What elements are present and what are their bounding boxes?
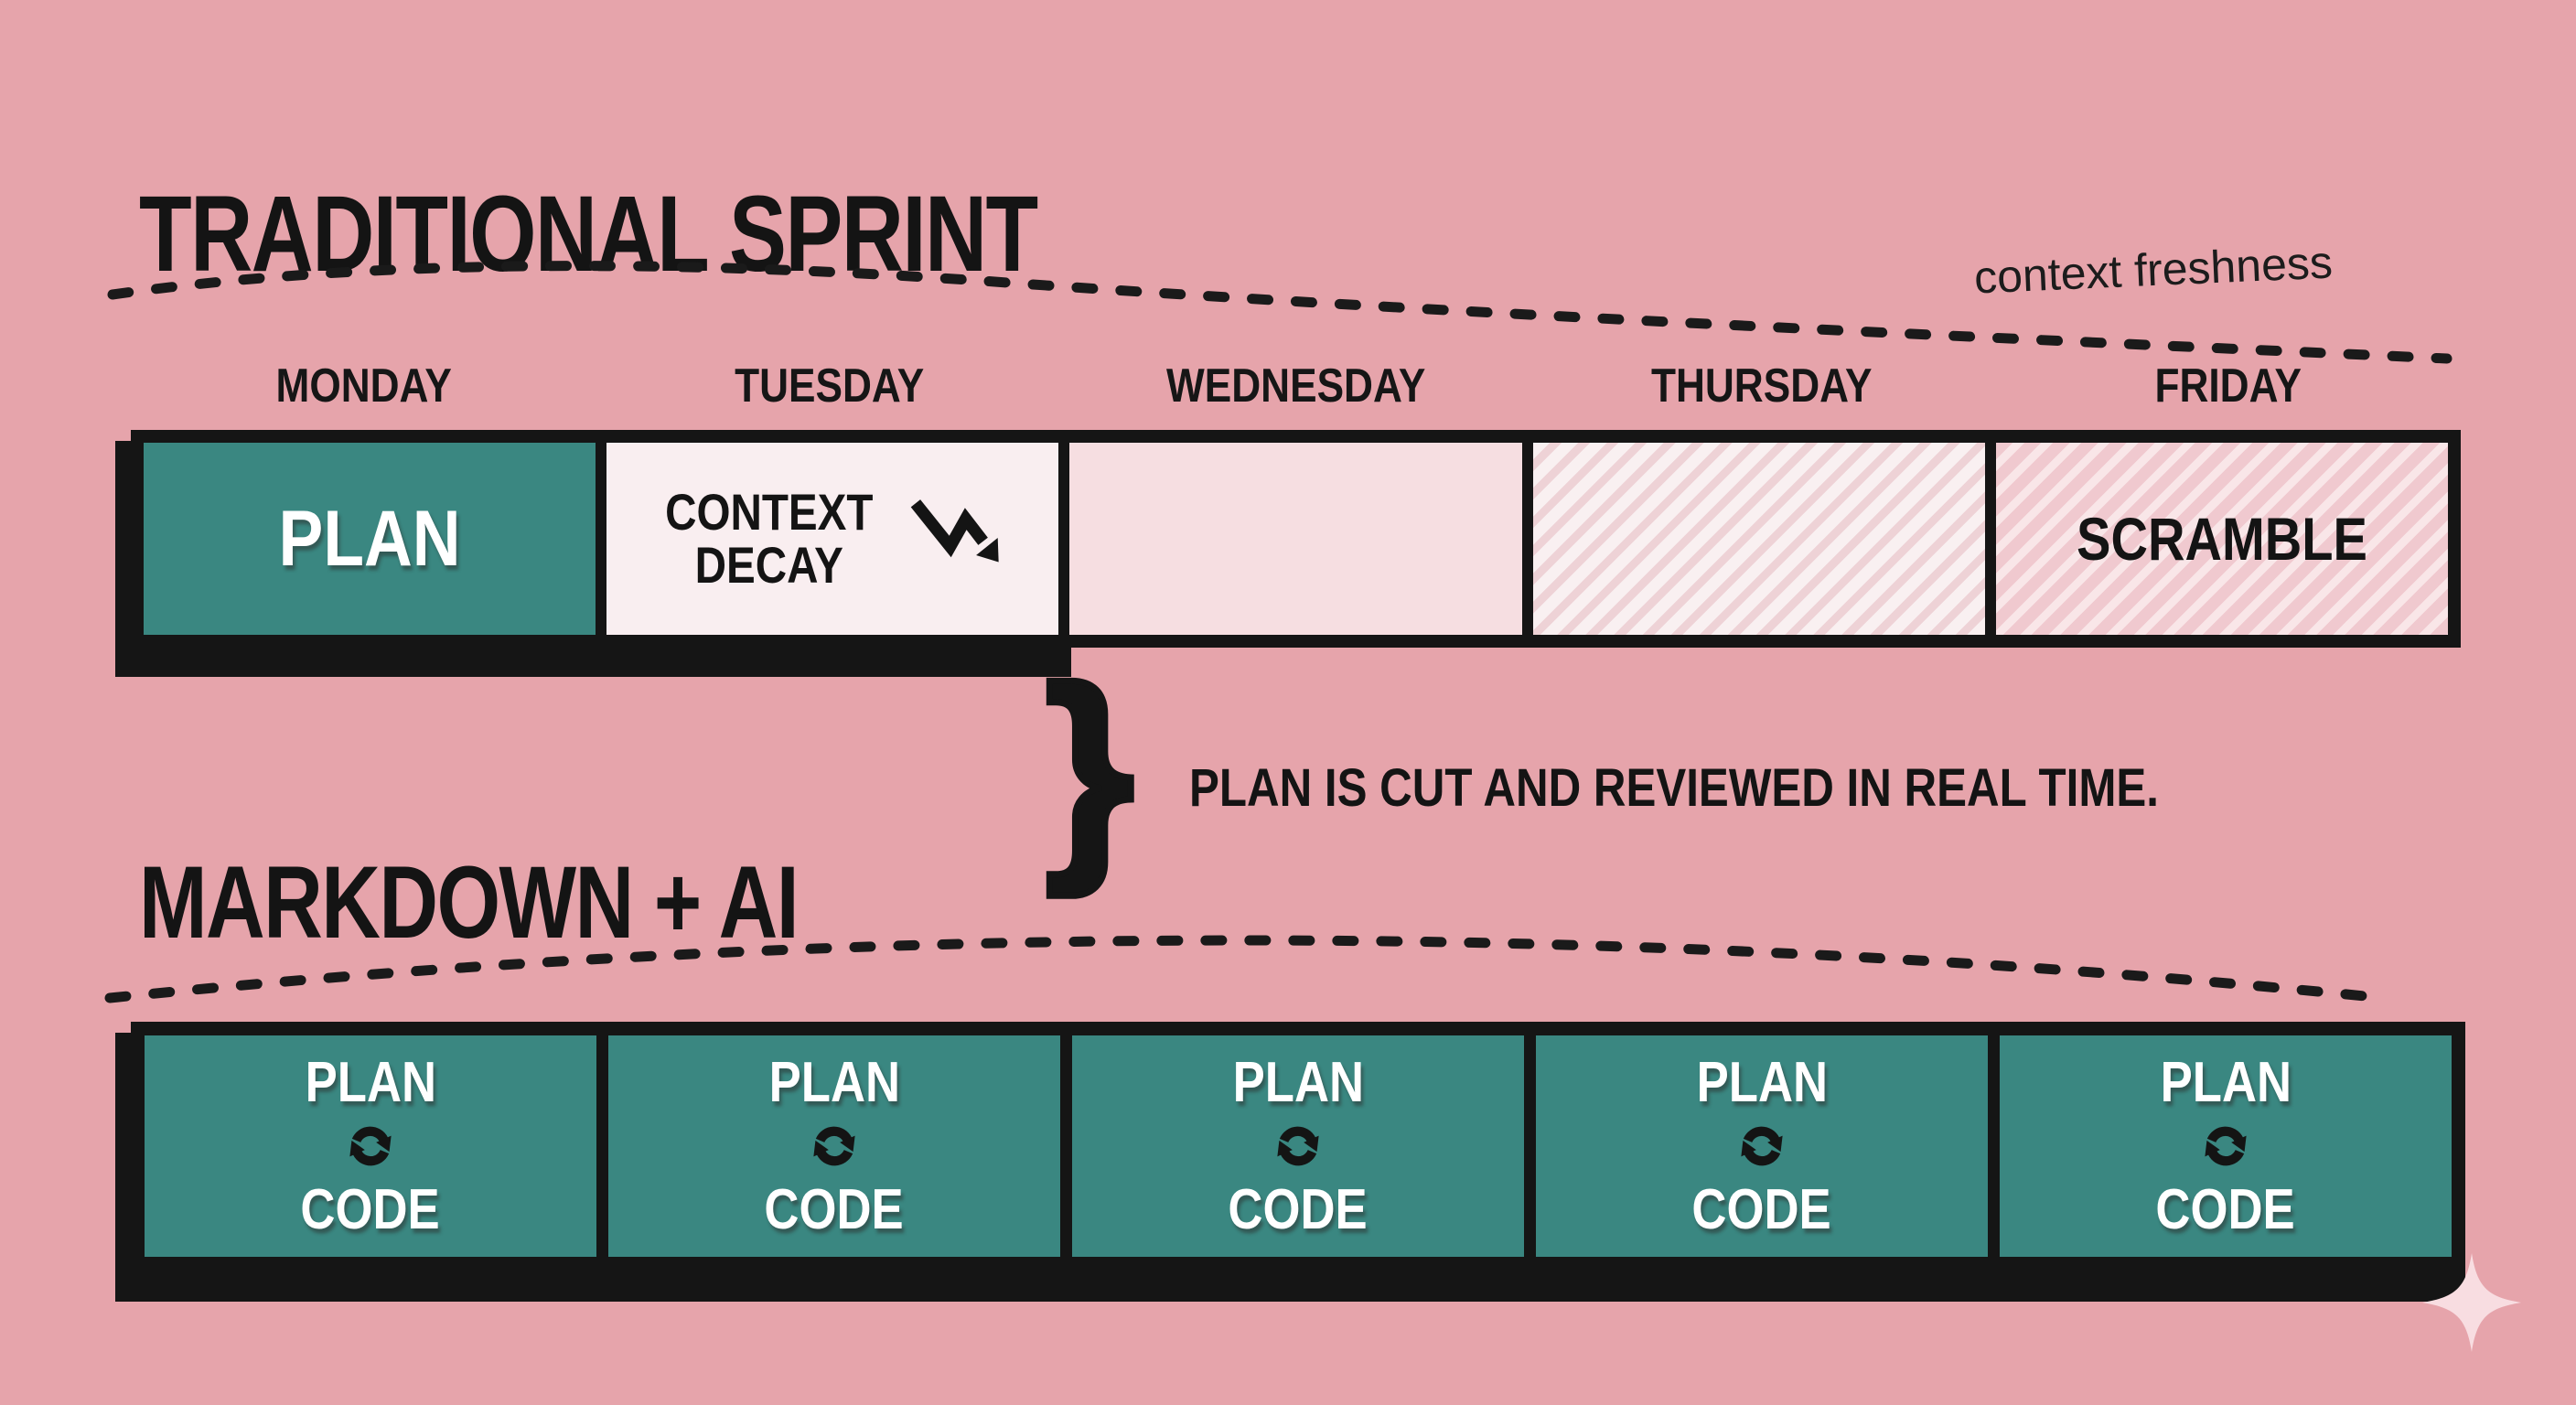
- sync-icon: [1741, 1126, 1783, 1166]
- cell-plan-code-1: PLAN CODE: [145, 1035, 596, 1257]
- plan-label: PLAN: [278, 494, 461, 583]
- day-label-monday: MONDAY: [275, 359, 452, 413]
- cell-wednesday-empty: [1069, 443, 1522, 635]
- markdown-ai-title: MARKDOWN + AI: [139, 845, 800, 960]
- cell-tuesday-context-decay: CONTEXT DECAY: [606, 443, 1059, 635]
- cell-friday-scramble: SCRAMBLE: [1995, 443, 2449, 635]
- scramble-label: SCRAMBLE: [2076, 505, 2367, 573]
- day-label-friday: FRIDAY: [2154, 359, 2302, 413]
- callout-text: PLAN IS CUT AND REVIEWED IN REAL TIME.: [1189, 758, 2160, 818]
- cell-plan-code-4: PLAN CODE: [1536, 1035, 1988, 1257]
- cell-plan-code-5: PLAN CODE: [2000, 1035, 2452, 1257]
- plan-label: PLAN: [1232, 1051, 1364, 1114]
- day-label-tuesday: TUESDAY: [735, 359, 925, 413]
- day-label-wednesday: WEDNESDAY: [1165, 359, 1426, 413]
- sync-icon: [349, 1126, 392, 1166]
- plan-label: PLAN: [1696, 1051, 1828, 1114]
- cell-plan-code-3: PLAN CODE: [1072, 1035, 1524, 1257]
- cell-plan-code-2: PLAN CODE: [608, 1035, 1060, 1257]
- row-shadow-bottom: [115, 1271, 2465, 1302]
- brace-glyph: }: [1041, 640, 1137, 897]
- context-freshness-curve: [107, 261, 2453, 364]
- code-label: CODE: [764, 1178, 905, 1241]
- code-label: CODE: [1228, 1178, 1368, 1241]
- markdown-ai-week-row: PLAN CODE PLAN CODE: [115, 1022, 2465, 1302]
- traditional-week-row: PLAN CONTEXT DECAY SCRAMBLE: [115, 430, 2461, 677]
- code-label: CODE: [300, 1178, 441, 1241]
- cell-thursday-empty: [1532, 443, 1985, 635]
- cell-monday-plan: PLAN: [144, 443, 596, 635]
- code-label: CODE: [1691, 1178, 1832, 1241]
- plan-label: PLAN: [2160, 1051, 2292, 1114]
- context-decay-label: CONTEXT DECAY: [664, 482, 874, 594]
- sparkle-icon: [2422, 1253, 2521, 1352]
- code-label: CODE: [2155, 1178, 2296, 1241]
- sync-icon: [813, 1126, 855, 1166]
- row-shadow-bottom: [115, 648, 1071, 677]
- sync-icon: [2205, 1126, 2247, 1166]
- row-shadow-left: [115, 441, 131, 675]
- fresh-context-curve: [104, 935, 2388, 1003]
- row-shadow-left: [115, 1033, 131, 1298]
- sync-icon: [1277, 1126, 1319, 1166]
- day-labels-row: MONDAY TUESDAY WEDNESDAY THURSDAY FRIDAY: [131, 359, 2461, 413]
- plan-label: PLAN: [768, 1051, 900, 1114]
- plan-label: PLAN: [305, 1051, 436, 1114]
- decay-arrow-icon: [910, 499, 999, 563]
- day-label-thursday: THURSDAY: [1651, 359, 1873, 413]
- traditional-title: TRADITIONAL SPRINT: [139, 174, 1038, 295]
